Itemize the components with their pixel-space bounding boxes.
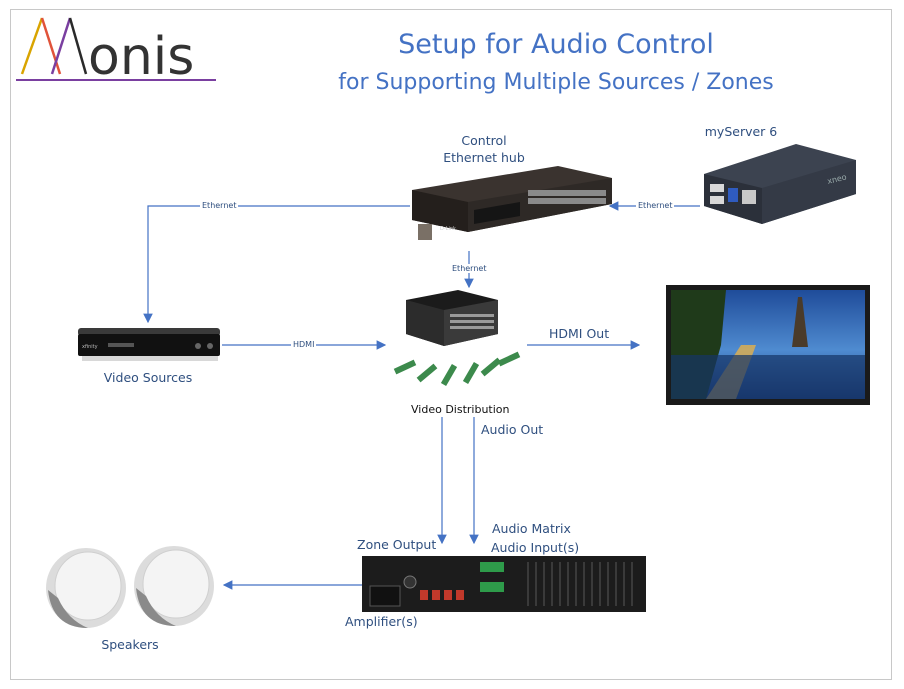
diagram-subtitle: for Supporting Multiple Sources / Zones — [338, 70, 774, 95]
hdmi-label: HDMI — [291, 340, 317, 349]
diagram-frame — [10, 9, 892, 680]
svg-text:xfinity: xfinity — [82, 344, 98, 350]
audio-matrix-label: Audio Matrix — [492, 521, 571, 536]
ethernet-link-left — [143, 205, 410, 324]
video-source-box-image: xfinity — [78, 328, 220, 361]
svg-text:onis: onis — [88, 27, 194, 84]
speaker-left — [46, 548, 126, 628]
video-distribution-label: Video Distribution — [411, 403, 510, 416]
myserver-image: xneo — [704, 144, 856, 224]
amplifier-label: Amplifier(s) — [345, 614, 418, 629]
video-sources-label: Video Sources — [103, 370, 193, 385]
server-label: myServer 6 — [704, 124, 778, 139]
audio-out-label: Audio Out — [481, 422, 544, 437]
ethernet-hub-image: D-Link — [412, 166, 612, 240]
amplifier-image — [362, 556, 646, 612]
svg-text:D-Link: D-Link — [440, 226, 456, 232]
video-distribution-image — [393, 290, 521, 387]
display-image — [666, 285, 870, 405]
speaker-right — [134, 546, 214, 626]
speakers-image — [46, 546, 214, 628]
ethernet-label-down: Ethernet — [450, 264, 489, 273]
hdmi-out-label: HDMI Out — [549, 326, 610, 341]
speakers-label: Speakers — [101, 637, 159, 652]
zone-output-label: Zone Output — [357, 537, 437, 552]
ethernet-label-right: Ethernet — [636, 201, 675, 210]
hub-label-line1: Control — [461, 133, 507, 148]
ethernet-label-left: Ethernet — [200, 201, 239, 210]
hub-label-line2: Ethernet hub — [443, 150, 525, 165]
audio-inputs-label: Audio Input(s) — [491, 540, 580, 555]
diagram-title: Setup for Audio Control — [398, 29, 714, 60]
allonis-logo: onis — [12, 10, 222, 87]
